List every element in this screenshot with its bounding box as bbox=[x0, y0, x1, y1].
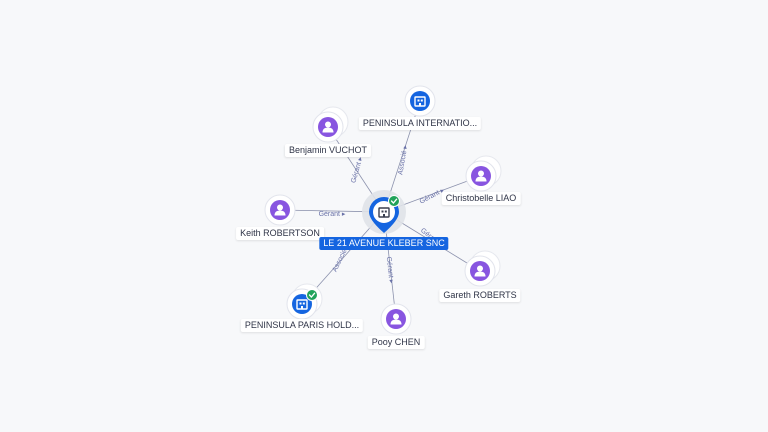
node-gareth[interactable] bbox=[464, 250, 501, 287]
person-icon bbox=[475, 170, 487, 182]
node-label-peninsula-paris[interactable]: PENINSULA PARIS HOLD... bbox=[240, 319, 364, 332]
person-icon bbox=[474, 265, 486, 277]
node-pooy[interactable] bbox=[380, 303, 412, 335]
node-benjamin[interactable] bbox=[312, 106, 349, 143]
node-peninsula-paris[interactable] bbox=[286, 283, 323, 320]
node-keith[interactable] bbox=[264, 194, 296, 226]
center-node-label[interactable]: LE 21 AVENUE KLEBER SNC bbox=[319, 237, 449, 250]
building-icon bbox=[296, 299, 308, 310]
edge-label-peninsula-intl: Associé ▸ bbox=[397, 144, 409, 175]
node-label-benjamin[interactable]: Benjamin VUCHOT bbox=[284, 144, 372, 157]
node-label-pooy[interactable]: Pooy CHEN bbox=[367, 336, 425, 349]
verified-check-icon bbox=[388, 195, 400, 207]
node-label-peninsula-intl[interactable]: PENINSULA INTERNATIO... bbox=[358, 117, 482, 130]
edge-label-pooy: Gérant ▸ bbox=[385, 256, 395, 284]
person-icon bbox=[274, 204, 286, 216]
person-icon bbox=[390, 313, 402, 325]
node-label-gareth[interactable]: Gareth ROBERTS bbox=[439, 289, 521, 302]
node-christobelle[interactable] bbox=[465, 155, 502, 192]
building-icon bbox=[414, 96, 426, 107]
person-icon bbox=[322, 121, 334, 133]
verified-check-icon bbox=[306, 289, 318, 301]
node-label-keith[interactable]: Keith ROBERTSON bbox=[236, 227, 324, 240]
node-peninsula-intl[interactable] bbox=[404, 85, 436, 117]
edge-label-keith: Gérant ▸ bbox=[319, 211, 346, 218]
node-label-christobelle[interactable]: Christobelle LIAO bbox=[441, 192, 521, 205]
building-icon bbox=[378, 207, 390, 218]
center-node[interactable] bbox=[362, 190, 406, 234]
